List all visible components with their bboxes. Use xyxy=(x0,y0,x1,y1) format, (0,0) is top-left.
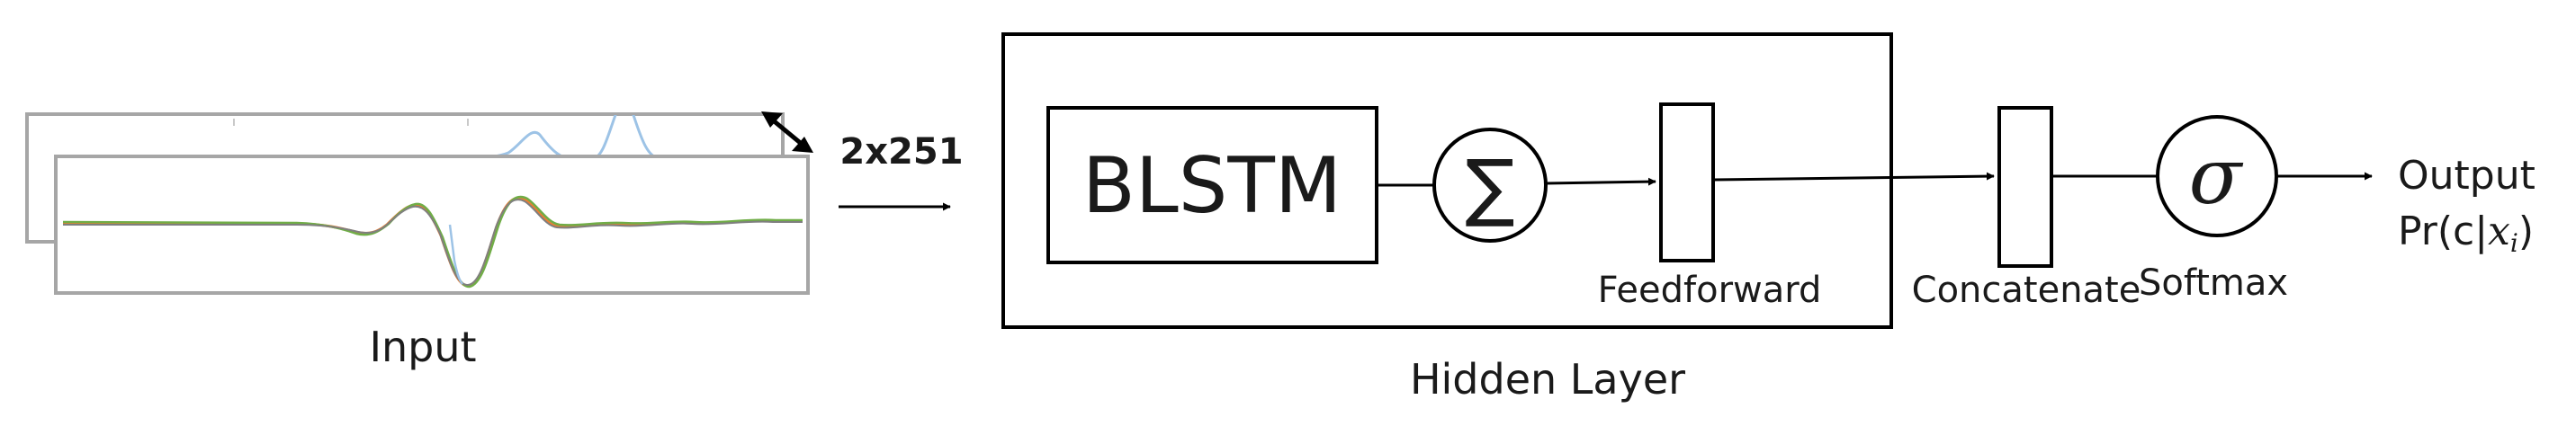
summation-node xyxy=(1432,128,1548,243)
softmax-label: Softmax xyxy=(2139,262,2288,304)
input-dimension-label: 2x251 xyxy=(839,131,963,173)
output-prob-sub: i xyxy=(2510,228,2518,258)
feedforward-to-concat-arrow xyxy=(1712,172,1995,182)
concatenate-label: Concatenate xyxy=(1912,270,2141,311)
sum-to-feedforward-arrow xyxy=(1545,177,1656,186)
input-signal-stack xyxy=(25,111,813,295)
summation-symbol: ∑ xyxy=(1465,145,1514,230)
blstm-box xyxy=(1046,106,1378,264)
blstm-label: BLSTM xyxy=(1082,141,1342,231)
input-label: Input xyxy=(369,323,476,371)
output-prob-close: ) xyxy=(2518,209,2534,254)
feedforward-block xyxy=(1659,102,1715,262)
hidden-layer-label: Hidden Layer xyxy=(1410,355,1685,404)
depth-arrowhead-top xyxy=(761,111,783,128)
input-front-waveform xyxy=(62,195,803,289)
depth-arrowhead-bottom xyxy=(792,137,813,153)
concatenate-block xyxy=(1997,106,2053,268)
output-label: Output xyxy=(2398,153,2536,199)
feedforward-label: Feedforward xyxy=(1598,270,1822,311)
output-prob-var: x xyxy=(2488,209,2510,254)
output-probability: Pr(c|xi) xyxy=(2398,209,2534,258)
output-prob-prefix: Pr(c| xyxy=(2398,209,2488,254)
sigma-symbol: σ xyxy=(2189,132,2244,222)
